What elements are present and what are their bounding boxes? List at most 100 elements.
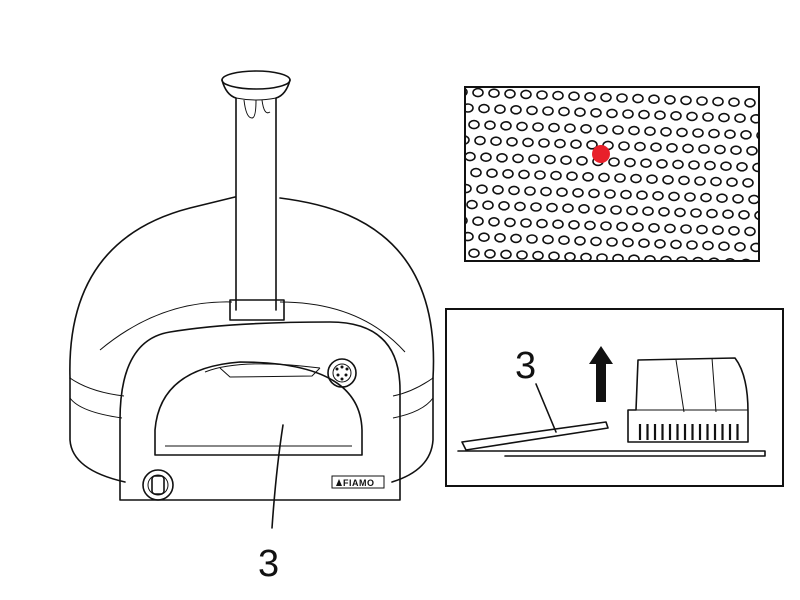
perforation-hole (732, 194, 744, 204)
perforation-hole (556, 187, 568, 197)
perforation-hole (702, 112, 714, 122)
perforation-hole (638, 109, 650, 120)
perforation-hole (628, 125, 640, 136)
perforation-hole (562, 203, 574, 213)
perforation-hole (510, 233, 522, 244)
perforation-hole (642, 206, 654, 216)
perforation-hole (712, 225, 724, 235)
perforation-hole (582, 172, 594, 182)
perforation-hole (480, 152, 492, 162)
perforation-hole (486, 168, 498, 178)
perforation-hole (574, 236, 586, 246)
perforation-hole (536, 218, 548, 229)
perforation-hole (767, 244, 777, 252)
perforation-hole (580, 124, 592, 134)
perforation-hole (484, 249, 496, 259)
perforation-hole (532, 250, 544, 261)
perforation-hole (648, 94, 660, 104)
perforation-hole (771, 212, 781, 220)
perforation-hole (520, 89, 532, 100)
perforation-hole (652, 191, 664, 201)
perforation-hole (626, 205, 638, 216)
perforation-hole (654, 110, 666, 120)
perforation-hole (488, 88, 500, 98)
perforation-hole (506, 137, 518, 147)
perforation-hole (550, 170, 562, 181)
perforation-hole (516, 121, 528, 132)
perforation-hole (526, 105, 538, 116)
perforation-hole (578, 204, 590, 214)
perforation-hole (574, 107, 586, 117)
perforation-hole (688, 160, 700, 170)
perforation-hole (728, 226, 740, 236)
perforation-hole (628, 254, 640, 261)
oven-door-frame (119, 321, 401, 501)
perforation-hole (634, 141, 646, 152)
detail-frame (464, 86, 760, 262)
perforation-hole (787, 213, 797, 221)
perforation-hole (789, 133, 799, 141)
perforation-hole (678, 175, 690, 186)
perforation-hole (632, 93, 644, 104)
callout-leader-oven (271, 424, 284, 529)
perforation-hole (664, 95, 676, 105)
perforation-hole (781, 197, 791, 205)
perforation-hole (502, 169, 514, 179)
perforation-hole (676, 127, 688, 138)
perforation-hole (548, 251, 560, 261)
perforation-hole (584, 220, 596, 231)
perforation-hole (540, 186, 552, 197)
perforation-hole (552, 90, 564, 101)
perforation-hole (478, 232, 490, 242)
perforation-hole (618, 141, 630, 151)
perforation-hole (500, 121, 512, 131)
perforation-hole (730, 145, 742, 155)
perforation-hole (654, 239, 666, 249)
perforation-hole (466, 199, 478, 210)
perforation-hole (648, 223, 660, 233)
perforation-hole (546, 202, 558, 213)
perforation-hole (508, 185, 520, 196)
perforation-hole (793, 101, 800, 109)
perforation-hole (490, 136, 502, 146)
perforation-hole (453, 249, 463, 257)
perforation-hole (700, 192, 712, 203)
perforation-hole (662, 175, 674, 185)
perforation-hole (622, 109, 634, 119)
perforation-hole (596, 124, 608, 135)
perforation-hole (714, 144, 726, 155)
perforation-hole (706, 208, 718, 219)
perforation-hole (524, 186, 536, 196)
perforation-hole (568, 91, 580, 101)
perforation-hole (600, 221, 612, 231)
perforation-hole (488, 217, 500, 227)
perforation-hole (437, 248, 447, 256)
perforation-hole (494, 233, 506, 243)
oven-base-band (69, 397, 434, 419)
perforation-hole (596, 253, 608, 261)
burner-unit (627, 357, 749, 443)
perforation-hole (492, 185, 504, 195)
perforation-hole (668, 191, 680, 202)
perforation-hole (522, 137, 534, 148)
perforation-hole (698, 144, 710, 154)
perforation-hole (496, 153, 508, 163)
perforation-hole (516, 250, 528, 260)
perforation-hole (632, 222, 644, 232)
perforation-hole (512, 153, 524, 164)
perforation-hole (750, 242, 759, 253)
perforation-hole (738, 210, 750, 220)
perforation-hole (630, 173, 642, 184)
perforation-hole (544, 154, 556, 165)
perforation-hole (728, 97, 740, 107)
callout-leader-detail (535, 383, 557, 433)
perforation-hole (640, 158, 652, 168)
perforation-hole (773, 261, 783, 269)
perforation-hole (612, 125, 624, 135)
perforation-hole (568, 220, 580, 230)
vent-slots (638, 424, 739, 440)
perforation-hole (604, 189, 616, 199)
perforation-hole (564, 123, 576, 133)
perforation-hole (777, 100, 787, 108)
